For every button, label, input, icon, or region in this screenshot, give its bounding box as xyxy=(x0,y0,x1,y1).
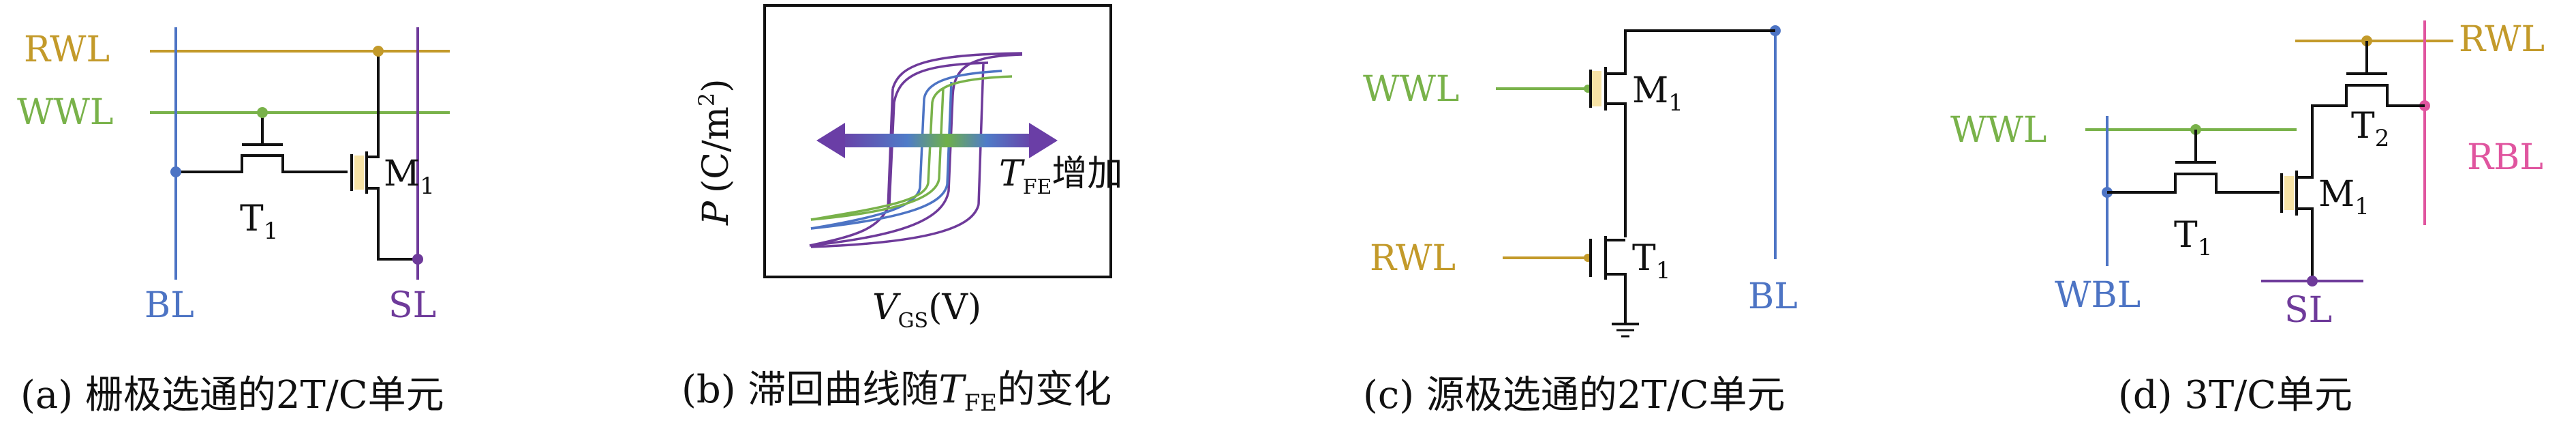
d-wwl-label: WWL xyxy=(1950,110,2046,151)
b-arrow-shaft xyxy=(838,134,1036,147)
a-caption: (a) 栅极选通的2T/C单元 xyxy=(20,373,444,417)
b-loop-blue-2 xyxy=(810,81,953,230)
b-loop-outer xyxy=(809,53,1023,247)
d-m1-label: M1 xyxy=(2318,174,2370,220)
d-wbl-label: WBL xyxy=(2055,275,2141,316)
c-bl-label: BL xyxy=(1748,276,1798,317)
a-m1-ferro xyxy=(354,156,364,190)
d-sl-label: SL xyxy=(2284,290,2332,331)
panel-a: RWL WWL BL SL T1 M1 (a) 栅极选通的2T/C单元 xyxy=(17,27,450,417)
d-caption: (d) 3T/C单元 xyxy=(2118,373,2352,417)
b-loop-green xyxy=(810,75,1013,221)
a-bl-dot xyxy=(170,166,181,177)
c-m1-source xyxy=(1606,102,1627,237)
b-loop-outer-top xyxy=(891,52,1023,89)
a-rwl-label: RWL xyxy=(24,29,110,70)
panel-d: RWL RBL WWL WBL SL T1 T2 M1 (d) 3T/C单元 xyxy=(1950,19,2545,417)
c-m1-drain xyxy=(1606,31,1627,75)
a-bl-label: BL xyxy=(144,285,194,326)
a-t1-channel xyxy=(176,154,348,173)
a-sl-label: SL xyxy=(388,285,436,326)
b-arrow-head-right xyxy=(1029,123,1058,158)
c-rwl-label: RWL xyxy=(1370,238,1456,279)
d-m1-ferro xyxy=(2284,176,2294,210)
d-rwl-label: RWL xyxy=(2459,19,2545,60)
d-rbl-label: RBL xyxy=(2467,137,2543,178)
d-m1-source xyxy=(2297,207,2314,281)
b-caption: (b) 滞回曲线随TFE的变化 xyxy=(681,368,1111,417)
b-arrow-head-left xyxy=(816,123,845,158)
c-top-wire xyxy=(1624,29,1775,75)
c-wwl-label: WWL xyxy=(1363,69,1459,110)
b-arrow-label: TFE增加 xyxy=(999,153,1122,199)
d-t2-channel xyxy=(2311,84,2425,147)
d-m1-drain xyxy=(2297,147,2314,179)
a-wwl-label: WWL xyxy=(17,92,113,133)
c-m1-label: M1 xyxy=(1632,70,1683,117)
b-ylabel: P(C/m2) xyxy=(694,78,737,226)
c-m1-ferro xyxy=(1592,71,1601,106)
b-loop-outer-bottom xyxy=(810,204,980,248)
a-wwl-dot xyxy=(257,107,268,118)
a-m1-source xyxy=(367,187,418,261)
c-t1-source xyxy=(1606,273,1627,324)
b-loop-outer-left xyxy=(887,88,894,209)
a-sl-dot xyxy=(412,254,423,265)
b-loop-green-2 xyxy=(810,88,945,221)
c-caption: (c) 源极选通的2T/C单元 xyxy=(1363,373,1785,417)
panel-c: WWL RWL BL M1 T1 (c) 源极选通的2T/C单元 xyxy=(1363,25,1798,417)
d-t2-label: T2 xyxy=(2351,106,2389,152)
b-plot-frame xyxy=(763,4,1112,278)
a-m1-label: M1 xyxy=(384,153,435,200)
a-t1-label: T1 xyxy=(240,198,278,245)
a-m1-drain xyxy=(367,51,380,158)
d-sl-dot xyxy=(2307,276,2318,286)
a-rwl-dot xyxy=(373,46,384,57)
d-t1-channel xyxy=(2107,173,2280,194)
b-loop-blue xyxy=(810,70,1002,230)
d-t1-label: T1 xyxy=(2174,215,2212,261)
panel-b: P(C/m2) VGS(V) TFE增加 (b) 滞回曲线随TFE的变化 xyxy=(681,4,1122,417)
b-xlabel: VGS(V) xyxy=(872,287,981,333)
c-t1-label: T1 xyxy=(1632,238,1670,284)
